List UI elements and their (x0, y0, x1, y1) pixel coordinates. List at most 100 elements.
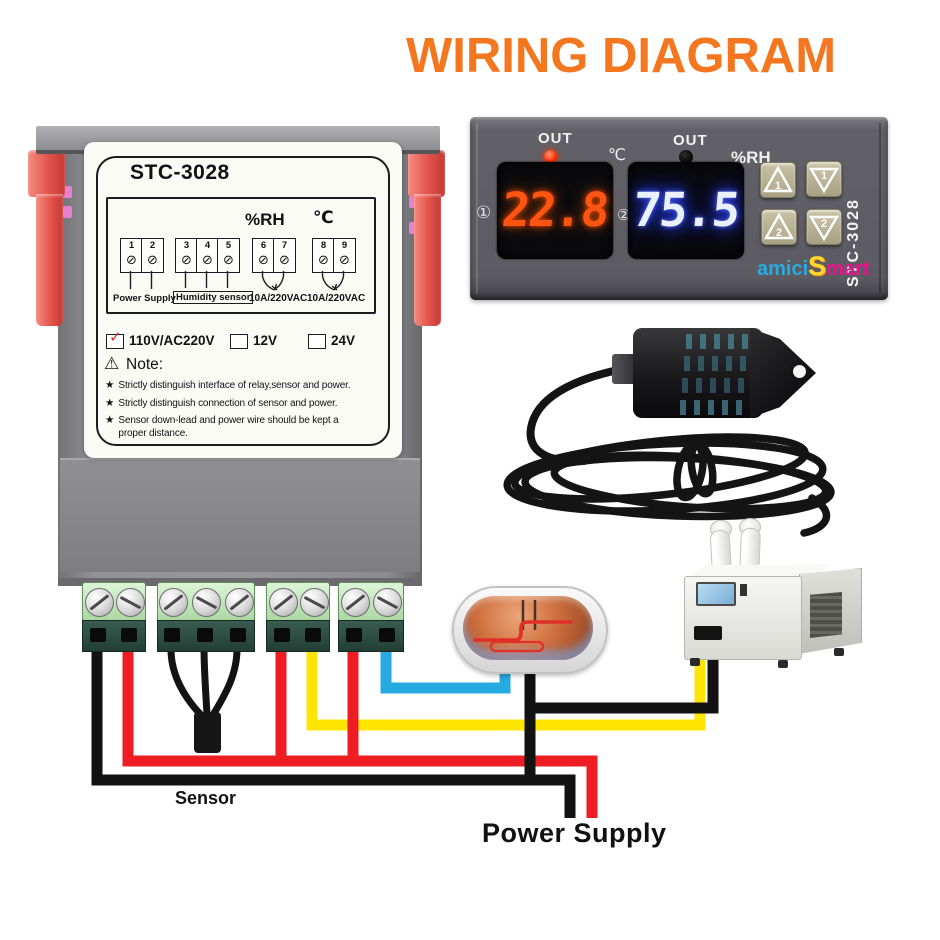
terminal-diagram-box (106, 197, 376, 314)
wire-slot (197, 628, 213, 642)
terminal-screw (300, 588, 329, 617)
heater-element-icon (473, 600, 573, 653)
terminal-3: 3⊘ (175, 238, 198, 273)
brand-amici: amici (757, 258, 809, 280)
terminal-screw (85, 588, 114, 617)
connector-pin (63, 186, 72, 198)
wire-slot (305, 628, 321, 642)
voltage-option-24v: 24V (331, 333, 356, 348)
channel-1-icon: ① (476, 203, 492, 222)
sensor-cable-connector (194, 712, 221, 753)
wire-slot (121, 628, 137, 642)
up-triangle-icon (762, 165, 794, 193)
screw-icon: ⊘ (339, 252, 350, 267)
humidifier (682, 518, 862, 668)
terminal-number: 5 (225, 240, 232, 251)
humidifier-vent (810, 592, 842, 638)
celsius-label: ℃ (608, 147, 626, 164)
sensor-lead-3 (209, 642, 241, 719)
heater-cutaway (463, 596, 593, 660)
star-bullet-icon: ★ (105, 379, 115, 391)
brand-s: S (808, 251, 827, 281)
humidifier-foot (834, 648, 844, 656)
humidity-display: 75.5 (628, 162, 744, 259)
out-led-temp (544, 150, 557, 163)
humidifier-display (696, 582, 736, 606)
connector-pin (409, 196, 418, 208)
brand-mart: mart (826, 258, 870, 280)
mounting-clip-right-tab (408, 150, 445, 197)
out-label-temp: OUT (538, 130, 573, 147)
screw-icon: ⊘ (279, 252, 290, 267)
terminal-screw (341, 588, 370, 617)
panel-bevel-right (879, 123, 881, 294)
check-icon: ✓ (109, 329, 122, 346)
screw-icon: ⊘ (318, 252, 329, 267)
temperature-value: 22.8 (500, 183, 610, 238)
note-item: ★Sensor down-lead and power wire should … (105, 414, 389, 440)
rh-unit-label: %RH (245, 210, 285, 229)
controller-front-panel: OUT ℃ OUT %RH ① ② 22.8 75.5 1 1 2 2 STC-… (470, 117, 888, 300)
sensor-mounting-hole (790, 362, 809, 381)
terminal-screw (269, 588, 298, 617)
svg-text:1: 1 (775, 180, 781, 192)
terminal-screw (373, 588, 402, 617)
svg-text:2: 2 (776, 227, 782, 239)
up-button-1[interactable]: 1 (760, 162, 796, 198)
terminal-screw (192, 588, 221, 617)
terminal-number: 9 (341, 240, 348, 251)
voltage-option-12v: 12V (253, 333, 278, 348)
mounting-clip-left-tab (28, 150, 65, 197)
note-title: Note: (126, 356, 164, 373)
terminal-number: 4 (204, 240, 211, 251)
humidity-value: 75.5 (631, 183, 741, 238)
warning-icon: ⚠ (104, 354, 120, 373)
humidifier-power-port (694, 626, 722, 640)
humidifier-switch[interactable] (740, 584, 747, 596)
screw-icon: ⊘ (258, 252, 269, 267)
temperature-display: 22.8 (497, 162, 613, 259)
note-text: Strictly distinguish interface of relay,… (118, 380, 351, 391)
humidifier-foot (690, 658, 700, 666)
terminal-5: 5⊘ (217, 238, 240, 273)
voltage-checkbox-110v (106, 334, 124, 349)
wire-slot (164, 628, 180, 642)
screw-icon: ⊘ (181, 252, 192, 267)
humidifier-top-face (688, 564, 830, 578)
terminal-number: 7 (281, 240, 288, 251)
terminal-7: 7⊘ (273, 238, 296, 273)
terminal-block-sensor-bottom (157, 620, 255, 652)
sensor-lead-1 (167, 642, 205, 719)
up-button-2[interactable]: 2 (761, 209, 797, 245)
channel-2-icon: ② (617, 207, 631, 224)
down-button-1[interactable]: 1 (806, 161, 842, 197)
wire-yellow-humidifier (306, 632, 706, 731)
page-title: WIRING DIAGRAM (406, 29, 837, 83)
terminal-number: 3 (183, 240, 190, 251)
terminal-screw (116, 588, 145, 617)
wire-slot (230, 628, 246, 642)
voltage-option-110v: 110V/AC220V (129, 333, 215, 348)
wire-slot (274, 628, 290, 642)
screw-icon: ⊘ (147, 252, 158, 267)
svg-text:1: 1 (821, 170, 827, 182)
sensor-vent-row (680, 400, 746, 415)
sensor-cable-coil (503, 433, 835, 537)
up-triangle-icon (763, 212, 795, 240)
water-heater (452, 586, 608, 674)
terminal-number: 2 (149, 240, 156, 251)
terminal-screw (159, 588, 188, 617)
model-name: STC-3028 (130, 161, 230, 184)
sensor-vent-row (682, 378, 748, 393)
screw-icon: ⊘ (202, 252, 213, 267)
note-item: ★Strictly distinguish interface of relay… (105, 379, 389, 392)
note-text: Strictly distinguish connection of senso… (118, 397, 338, 409)
wire-slot (90, 628, 106, 642)
power-supply-wiring-label: Power Supply (482, 818, 667, 848)
terminal-block-sensor-top (157, 582, 255, 622)
voltage-checkbox-12v (230, 334, 248, 349)
note-list: ★Strictly distinguish interface of relay… (105, 379, 389, 445)
down-button-2[interactable]: 2 (806, 209, 842, 245)
down-triangle-icon (808, 167, 840, 194)
